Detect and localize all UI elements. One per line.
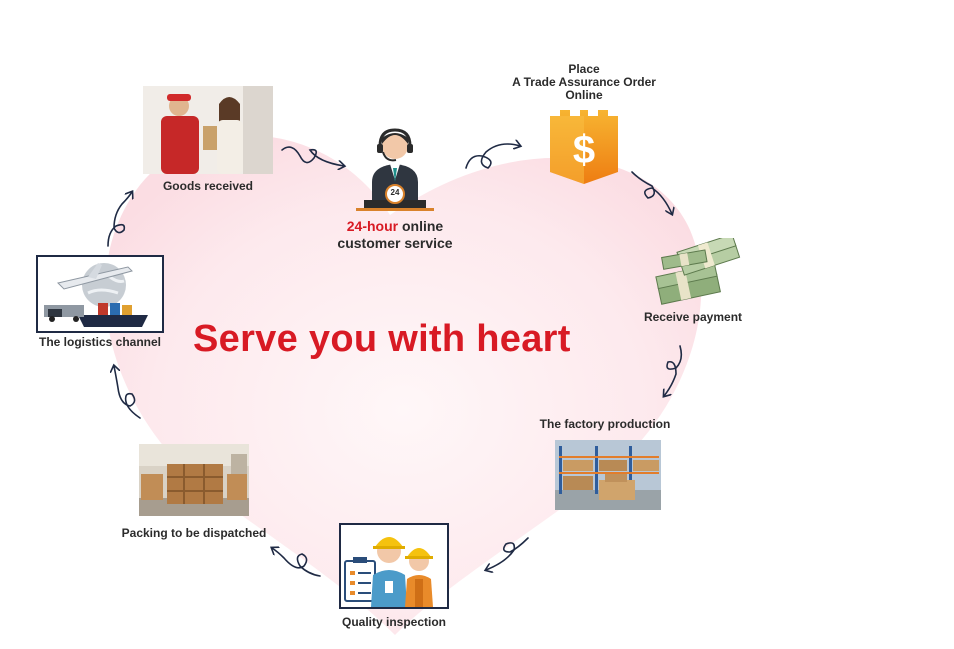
arrow-goods-to-service	[281, 146, 344, 166]
arrow-order-to-payment	[631, 171, 672, 214]
receive-payment-caption: Receive payment	[643, 310, 743, 324]
trade-assurance-shield-icon: $	[546, 108, 622, 186]
place-order-line2: A Trade Assurance Order	[512, 75, 656, 89]
24-hour-highlight: 24-hour	[346, 218, 399, 234]
customer-service-line2: customer service	[337, 235, 453, 251]
svg-text:$: $	[573, 128, 595, 172]
place-order-line1: Place	[568, 62, 600, 76]
customer-service-line1: 24-hour online	[300, 218, 490, 234]
headline: Serve you with heart	[193, 318, 571, 360]
packing-caption: Packing to be dispatched	[121, 526, 267, 540]
place-order-caption: Place A Trade Assurance Order Online	[500, 63, 668, 102]
money-stack-illustration	[652, 238, 744, 308]
quality-inspection-illustration	[339, 523, 449, 609]
arrow-quality-to-packing	[272, 548, 321, 577]
goods-received-photo	[143, 86, 273, 174]
factory-production-caption: The factory production	[539, 417, 671, 431]
logistics-channel-caption: The logistics channel	[38, 335, 162, 349]
arrow-payment-to-factory	[664, 345, 683, 396]
packing-warehouse-photo	[139, 444, 249, 516]
customer-service-agent-illustration: 24	[350, 124, 440, 214]
arrow-factory-to-quality	[486, 537, 529, 570]
online-text: online	[398, 218, 444, 234]
24-hour-badge: 24	[390, 188, 400, 197]
place-order-line3: Online	[565, 88, 603, 102]
goods-received-caption: Goods received	[162, 179, 254, 193]
arrow-logistics-to-goods	[107, 192, 132, 247]
logistics-channel-illustration	[36, 255, 164, 333]
arrow-packing-to-logistics	[114, 366, 141, 419]
quality-inspection-caption: Quality inspection	[341, 615, 446, 629]
arrow-service-to-order	[465, 144, 520, 169]
factory-warehouse-photo	[555, 440, 661, 510]
